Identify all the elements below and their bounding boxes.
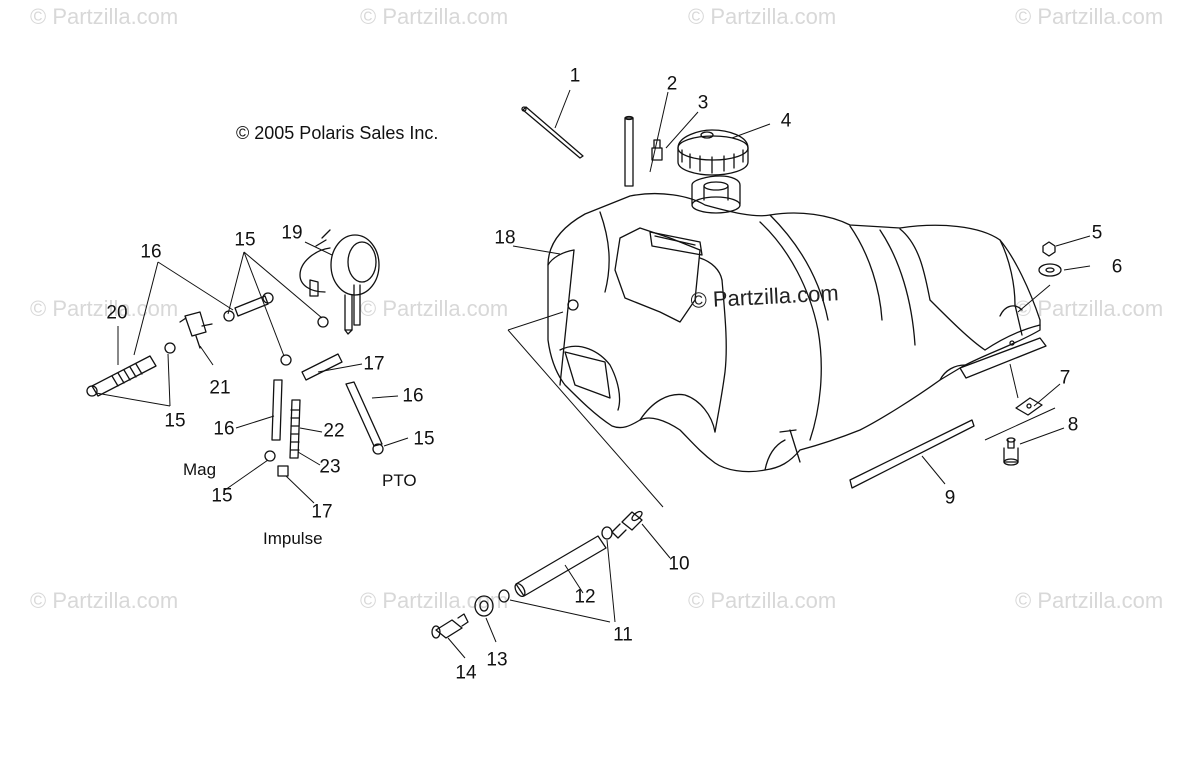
fuel-valve-21 [179, 311, 213, 349]
clamp-15g [372, 443, 384, 455]
callout-17: 17 [311, 501, 333, 523]
caption-impulse: Impulse [263, 529, 323, 548]
callout-9: 9 [944, 487, 956, 509]
callout-21: 21 [209, 377, 231, 399]
nut-5 [1042, 241, 1056, 257]
fuel-cap [677, 129, 749, 176]
clamp-15h [264, 450, 276, 462]
callout-15: 15 [413, 428, 435, 450]
fuel-pump [299, 229, 380, 335]
watermark: © Partzilla.com [360, 4, 509, 29]
watermark: © Partzilla.com [30, 4, 179, 29]
callout-4: 4 [780, 110, 792, 132]
callout-16: 16 [402, 385, 424, 407]
callout-23: 23 [319, 456, 341, 478]
callout-14: 14 [455, 662, 477, 684]
callout-12: 12 [574, 586, 596, 608]
watermark: © Partzilla.com [30, 296, 179, 321]
hose-20 [91, 355, 157, 397]
copyright-notice: © 2005 Polaris Sales Inc. [236, 123, 439, 143]
hose-17a [301, 353, 343, 381]
callout-6: 6 [1111, 256, 1123, 278]
callout-17: 17 [363, 353, 385, 375]
callout-5: 5 [1091, 222, 1103, 244]
hose-16c [271, 379, 283, 441]
hose-12 [514, 535, 607, 598]
clamp-15b [262, 292, 274, 304]
strap-9 [849, 419, 975, 489]
watermark: © Partzilla.com [1015, 588, 1164, 613]
callout-20: 20 [106, 302, 128, 324]
fuel-tank [547, 175, 1047, 473]
callout-15: 15 [234, 229, 256, 251]
clamp-15c [317, 316, 329, 328]
callout-7: 7 [1059, 367, 1071, 389]
callout-22: 22 [323, 420, 345, 442]
clamp-15d [280, 354, 292, 366]
fitting-17b [277, 465, 289, 477]
callout-16: 16 [213, 418, 235, 440]
fitting-14 [431, 613, 469, 639]
callout-2: 2 [666, 73, 678, 95]
pad-7 [1015, 397, 1043, 416]
callout-15: 15 [164, 410, 186, 432]
callout-11: 11 [613, 624, 633, 646]
callout-18: 18 [494, 227, 516, 249]
hose-16a [234, 295, 269, 317]
bolt-8 [1003, 437, 1019, 466]
clamp-11 [498, 526, 613, 603]
clamp-15e [86, 385, 98, 397]
caption-pto: PTO [382, 471, 417, 490]
callout-1: 1 [569, 65, 581, 87]
callout-19: 19 [281, 222, 303, 244]
hose-16b [345, 381, 383, 447]
watermark: © Partzilla.com [1015, 296, 1164, 321]
vent-line [521, 106, 584, 159]
callout-8: 8 [1067, 414, 1079, 436]
callout-16: 16 [140, 241, 162, 263]
watermark: © Partzilla.com [360, 296, 509, 321]
vent-tube [624, 115, 634, 187]
grommet-13 [474, 595, 494, 617]
watermark: © Partzilla.com [30, 588, 179, 613]
hose-22 [289, 399, 301, 459]
watermark: © Partzilla.com [688, 4, 837, 29]
callout-15: 15 [211, 485, 233, 507]
clamp-15a [223, 310, 235, 322]
clamp-15f [164, 342, 176, 354]
callout-13: 13 [486, 649, 508, 671]
caption-mag: Mag [183, 460, 217, 479]
watermark: © Partzilla.com [1015, 4, 1164, 29]
watermark: © Partzilla.com [688, 588, 837, 613]
washer-6 [1038, 263, 1062, 277]
fitting-10 [611, 510, 643, 539]
callout-3: 3 [697, 92, 709, 114]
callout-10: 10 [668, 553, 690, 575]
leader-lines [95, 89, 1091, 659]
